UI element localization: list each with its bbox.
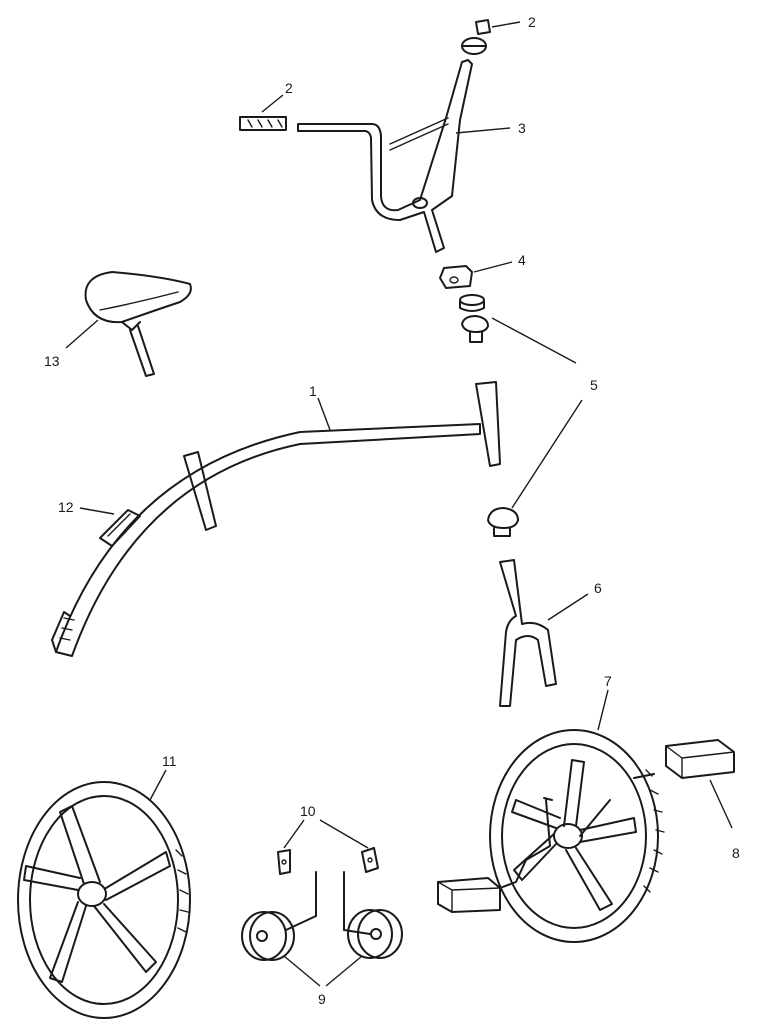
rear-wheel-leader bbox=[149, 769, 167, 801]
callout-handlebar: 3 bbox=[518, 120, 526, 136]
callout-grip-right: 2 bbox=[528, 14, 536, 30]
callout-front-wheel: 7 bbox=[604, 673, 612, 689]
front-wheel-part bbox=[489, 729, 665, 943]
stem-clamp-part bbox=[439, 265, 473, 289]
callout-stem-clamp: 4 bbox=[518, 252, 526, 268]
callout-training-brackets: 10 bbox=[300, 803, 316, 819]
training-brackets-leader-right bbox=[319, 819, 369, 849]
grip-left-leader bbox=[261, 94, 284, 113]
headset-leader-lower bbox=[511, 399, 583, 509]
grip-left-part bbox=[239, 116, 287, 131]
training-wheels-leader-left bbox=[283, 955, 321, 987]
grip-right-part bbox=[461, 19, 491, 55]
callout-training-wheels: 9 bbox=[318, 991, 326, 1007]
callout-fork: 6 bbox=[594, 580, 602, 596]
training-wheels-part bbox=[241, 871, 403, 961]
handlebar-leader bbox=[455, 127, 511, 134]
grip-right-leader bbox=[491, 21, 521, 28]
pedal-left-part bbox=[437, 877, 501, 913]
seat-leader bbox=[65, 319, 99, 349]
callout-headset: 5 bbox=[590, 377, 598, 393]
handlebar-part bbox=[297, 59, 473, 253]
stem-clamp-leader bbox=[473, 261, 513, 273]
frame-leader bbox=[317, 397, 331, 431]
callout-pedal-right: 8 bbox=[732, 845, 740, 861]
pedal-right-leader bbox=[709, 779, 733, 829]
callout-frame: 1 bbox=[309, 383, 317, 399]
callout-rear-wheel: 11 bbox=[162, 753, 177, 769]
fork-leader bbox=[547, 593, 589, 621]
decal-leader bbox=[79, 507, 115, 515]
fork-part bbox=[499, 559, 557, 707]
headset-lower-part bbox=[487, 507, 519, 537]
pedal-right-part bbox=[665, 739, 735, 779]
callout-seat: 13 bbox=[44, 353, 60, 369]
seat-part bbox=[84, 271, 192, 377]
headset-leader-upper bbox=[491, 317, 577, 364]
rear-wheel-part bbox=[17, 781, 191, 1019]
training-brackets-part bbox=[277, 847, 379, 875]
callout-decal: 12 bbox=[58, 499, 74, 515]
training-brackets-leader-left bbox=[283, 819, 305, 849]
decal-part bbox=[99, 509, 141, 547]
front-wheel-leader bbox=[597, 689, 609, 731]
callout-grip-left: 2 bbox=[285, 80, 293, 96]
headset-upper-part bbox=[459, 294, 489, 343]
training-wheels-leader-right bbox=[325, 955, 363, 987]
